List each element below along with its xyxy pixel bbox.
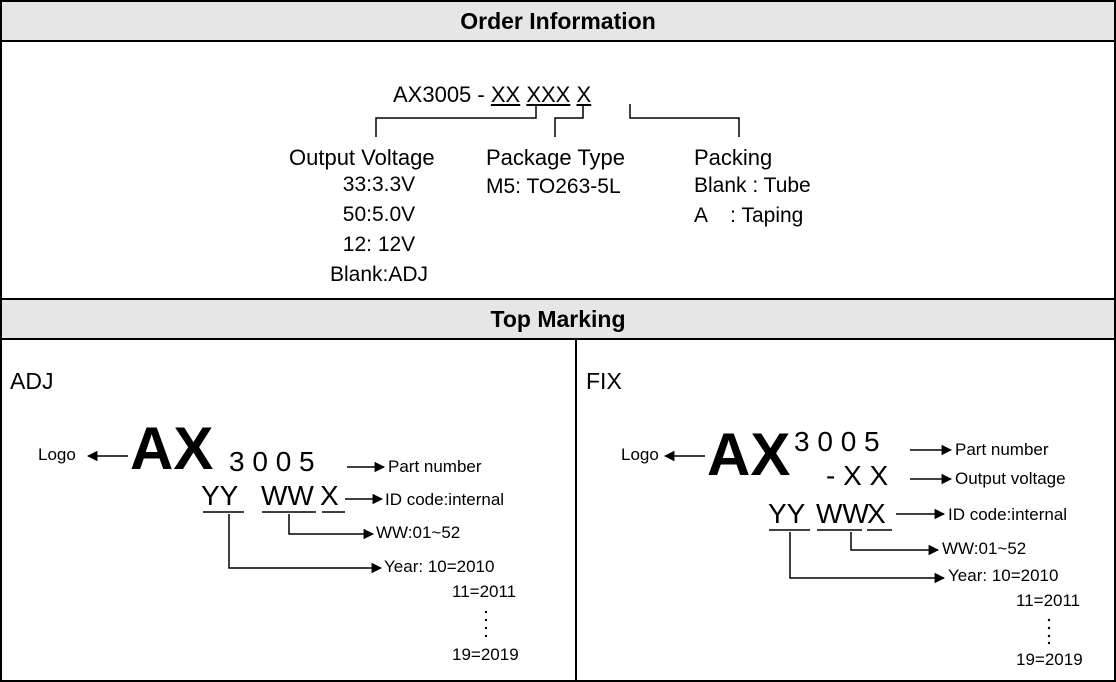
part-code: AX3005 - XX XXX X [393,82,591,108]
adj-ellipsis-dot [484,634,488,638]
adj-logo-label: Logo [38,445,76,464]
code-packing: X [576,82,592,107]
fix-ww-line [850,532,940,556]
adj-title: ADJ [10,368,54,394]
fix-ellipsis-dot [1047,618,1051,622]
adj-code-yy: YY [201,480,239,511]
packing-option: Blank : Tube [694,174,811,197]
output-voltage-title: Output Voltage [289,145,435,170]
fix-logo-label: Logo [621,445,659,464]
adj-id-code-label: ID code:internal [385,490,505,509]
fix-year-line [789,532,946,584]
adj-code-ww: WW [261,480,314,511]
fix-code-ww: WW [816,498,869,529]
code-voltage: XX [490,82,521,107]
fix-title: FIX [586,368,622,394]
adj-ellipsis-dot [484,610,488,614]
order-info-header: Order Information [0,0,1116,42]
voltage-option: Blank:ADJ [329,263,429,286]
adj-logo-mark: AX [130,415,214,482]
fix-part-digits: 3 0 0 5 [794,426,880,457]
voltage-option: 12: 12V [342,233,416,256]
package-type-option: M5: TO263-5L [486,175,621,198]
voltage-option: 50:5.0V [342,203,416,226]
adj-year-label: Year: 10=2010 [384,557,495,576]
package-type-title: Package Type [486,145,626,170]
adj-ellipsis-dot [484,626,488,630]
fix-logo-mark: AX [707,421,791,488]
fix-year-2019: 19=2019 [1016,650,1083,669]
adj-ww-label: WW:01~52 [376,523,461,542]
fix-id-code-label: ID code:internal [948,505,1068,524]
adj-part-number-label: Part number [388,457,482,476]
fix-ellipsis-dot [1047,634,1051,638]
part-prefix: AX3005 - [393,82,491,107]
fix-voltage-code: - X X [826,460,889,491]
fix-year-2011: 11=2011 [1016,591,1081,610]
output-voltage-options: 33:3.3V 50:5.0V 12: 12V Blank:ADJ [290,170,468,290]
adj-year-2019: 19=2019 [452,645,519,664]
adj-code-x: X [320,480,339,511]
fix-part-number-label: Part number [955,440,1049,459]
fix-output-voltage-label: Output voltage [955,469,1066,488]
code-package: XXX [526,82,571,107]
packing-title: Packing [694,145,773,170]
fix-year-label: Year: 10=2010 [948,566,1059,585]
adj-part-digits: 3 0 0 5 [229,446,315,477]
voltage-option: 33:3.3V [342,173,416,196]
adj-year-2011: 11=2011 [452,582,517,601]
fix-ww-label: WW:01~52 [942,539,1027,558]
adj-ellipsis-dot [484,618,488,622]
fix-ellipsis-dot [1047,641,1051,645]
fix-code-yy: YY [768,498,806,529]
packing-option: A : Taping [694,204,804,227]
fix-cell [575,338,1116,682]
fix-code-x: X [867,498,886,529]
bracket-packing [629,104,740,137]
fix-ellipsis-dot [1047,626,1051,630]
adj-ww-line [288,514,375,540]
bracket-package [554,104,584,137]
bracket-voltage [375,104,537,137]
adj-year-line [228,514,383,574]
